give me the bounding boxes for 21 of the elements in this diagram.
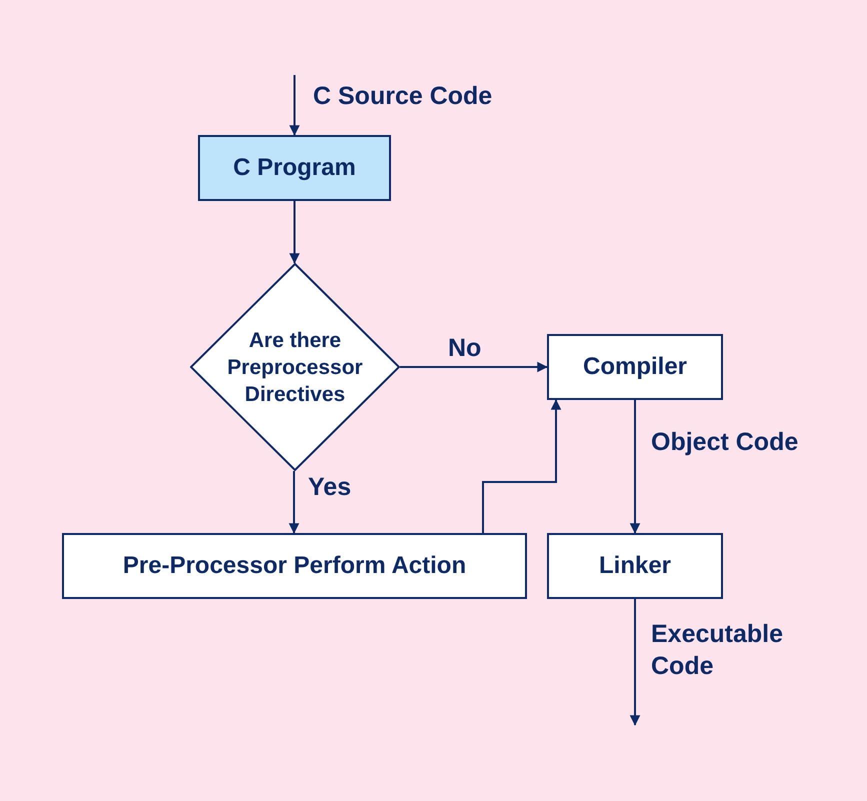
box-label: Linker — [598, 552, 672, 580]
process-box — [547, 533, 723, 599]
process-box — [62, 533, 527, 599]
process-box — [198, 135, 391, 201]
edge-label: Executable Code — [651, 619, 784, 682]
arrow — [630, 400, 640, 534]
box-label: C Program — [233, 154, 356, 182]
edge-label: Object Code — [651, 427, 800, 458]
edge-label: No — [448, 333, 482, 364]
arrow — [289, 201, 300, 264]
arrow — [289, 75, 300, 136]
decision-text: Are there Preprocessor Directives — [226, 328, 364, 408]
box-label: Compiler — [582, 353, 687, 381]
box-label: Pre-Processor Perform Action — [122, 552, 466, 580]
arrow — [400, 362, 548, 372]
arrow — [288, 471, 300, 534]
edge-label: C Source Code — [313, 81, 492, 112]
arrow — [630, 599, 640, 726]
edge-label: Yes — [308, 472, 352, 503]
arrow — [482, 399, 562, 533]
process-box — [547, 334, 723, 400]
